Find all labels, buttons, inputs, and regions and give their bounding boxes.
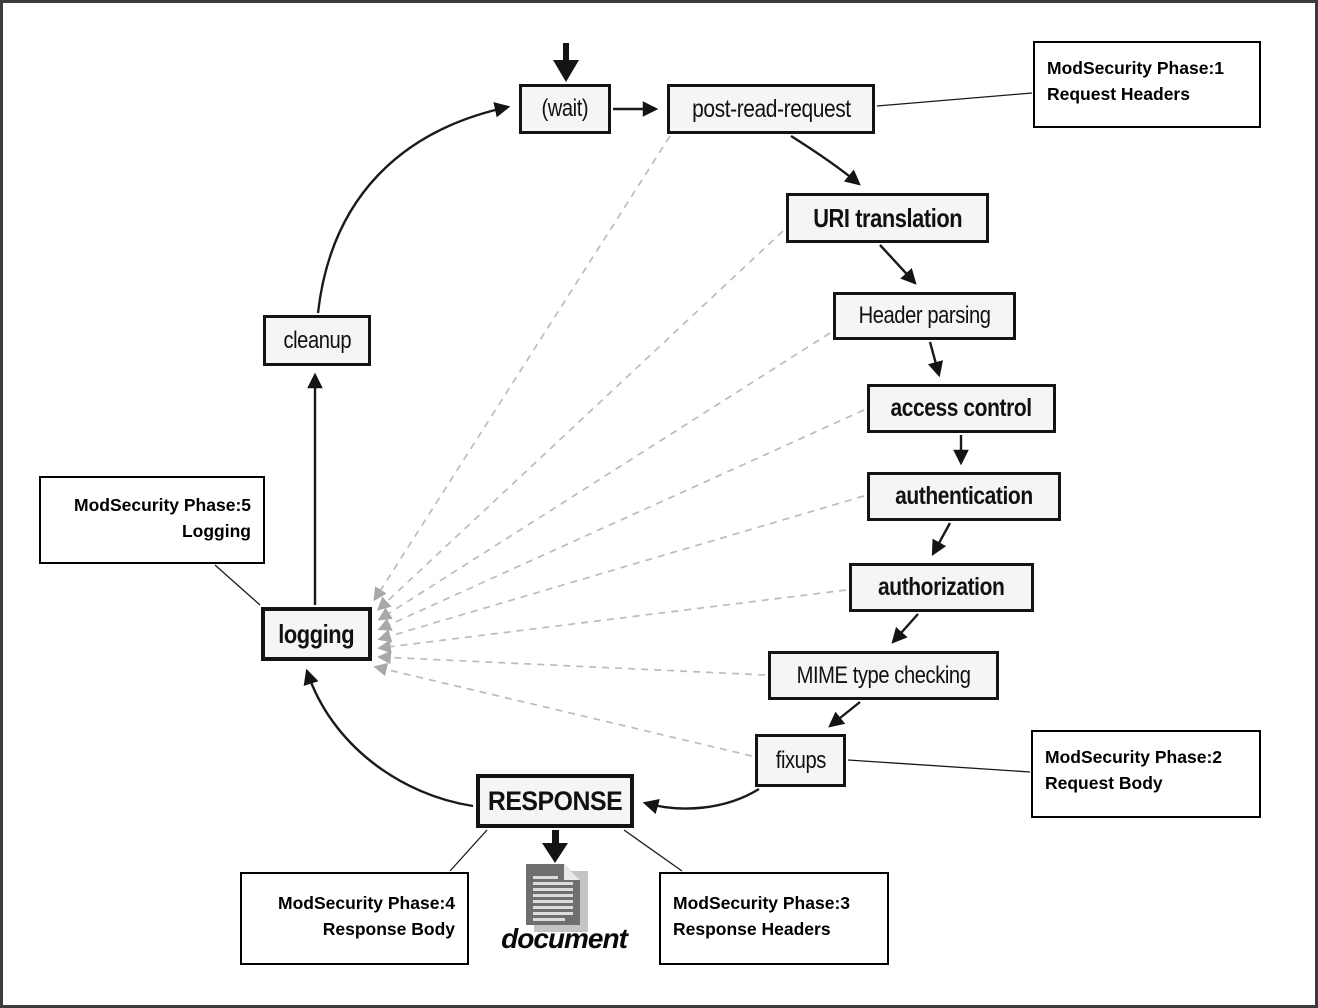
node-cleanup: cleanup bbox=[263, 315, 371, 366]
connector-phase2 bbox=[847, 759, 1031, 773]
callout-phase5-line2: Logging bbox=[181, 521, 251, 542]
dashed-link-access bbox=[377, 409, 865, 631]
dashed-link-uri bbox=[377, 230, 784, 611]
arrow-post-to-uri bbox=[790, 134, 861, 186]
arrow-mime-to-fixups bbox=[828, 701, 861, 728]
arrow-authn-to-authz bbox=[931, 522, 952, 557]
node-uri-translation-label: URI translation bbox=[812, 202, 963, 233]
node-logging-label: logging bbox=[278, 618, 355, 649]
callout-modsecurity-phase4: ModSecurity Phase:4 Response Body bbox=[240, 872, 469, 965]
node-post-read-request: post-read-request bbox=[667, 84, 875, 134]
arrow-uri-to-header bbox=[879, 244, 917, 285]
callout-modsecurity-phase2: ModSecurity Phase:2 Request Body bbox=[1031, 730, 1261, 818]
arrow-incoming-request-shaft bbox=[563, 43, 569, 65]
arrow-response-to-document-shaft bbox=[552, 830, 559, 846]
node-authentication-label: authentication bbox=[895, 482, 1033, 510]
node-authorization: authorization bbox=[849, 563, 1034, 612]
thick-arrows bbox=[542, 43, 579, 863]
dashed-link-authn bbox=[377, 495, 865, 643]
node-mime-type-checking: MIME type checking bbox=[768, 651, 999, 700]
node-response: RESPONSE bbox=[476, 774, 634, 828]
node-fixups: fixups bbox=[755, 734, 846, 787]
node-response-label: RESPONSE bbox=[487, 785, 623, 816]
node-access-control: access control bbox=[867, 384, 1056, 433]
arrow-incoming-request-head bbox=[553, 60, 579, 82]
callout-phase1-line1: ModSecurity Phase:1 bbox=[1047, 58, 1224, 78]
document-label: document bbox=[501, 923, 628, 954]
callout-phase4-line1: ModSecurity Phase:4 bbox=[278, 893, 455, 913]
connector-phase4 bbox=[449, 829, 488, 872]
document-fold bbox=[564, 864, 580, 880]
node-header-parsing-label: Header parsing bbox=[858, 302, 991, 329]
connector-phase5 bbox=[214, 564, 261, 606]
dashed-link-header bbox=[377, 332, 831, 621]
callout-modsecurity-phase3: ModSecurity Phase:3 Response Headers bbox=[659, 872, 889, 965]
node-header-parsing: Header parsing bbox=[833, 292, 1016, 340]
arrow-response-to-logging bbox=[303, 668, 474, 808]
node-wait-label: (wait) bbox=[541, 95, 589, 122]
callout-phase3-line1: ModSecurity Phase:3 bbox=[673, 893, 850, 913]
callout-connectors bbox=[214, 92, 1033, 872]
arrow-fixups-to-response bbox=[642, 787, 760, 815]
node-authorization-label: authorization bbox=[878, 573, 1005, 601]
arrow-cleanup-to-wait bbox=[316, 102, 511, 314]
document-icon bbox=[526, 864, 588, 932]
node-authentication: authentication bbox=[867, 472, 1061, 521]
arrow-header-to-access bbox=[927, 341, 944, 378]
callout-phase2-line1: ModSecurity Phase:2 bbox=[1045, 747, 1222, 767]
dashed-logging-links bbox=[373, 135, 865, 757]
node-wait: (wait) bbox=[519, 84, 611, 134]
callout-modsecurity-phase5: ModSecurity Phase:5 Logging bbox=[39, 476, 265, 564]
dashed-link-authz bbox=[377, 589, 847, 654]
node-fixups-label: fixups bbox=[775, 746, 826, 774]
dashed-link-post-read bbox=[373, 135, 671, 602]
arrow-response-to-document-head bbox=[542, 843, 568, 863]
callout-modsecurity-phase1: ModSecurity Phase:1 Request Headers bbox=[1033, 41, 1261, 128]
node-uri-translation: URI translation bbox=[786, 193, 989, 243]
node-logging: logging bbox=[261, 607, 372, 661]
callout-phase2-line2: Request Body bbox=[1045, 773, 1163, 794]
document-text-lines bbox=[533, 876, 573, 921]
connector-phase3 bbox=[623, 829, 683, 872]
connector-layer bbox=[214, 43, 1033, 932]
node-post-read-request-label: post-read-request bbox=[691, 94, 851, 123]
callout-phase5-line1: ModSecurity Phase:5 bbox=[74, 495, 251, 515]
node-access-control-label: access control bbox=[890, 394, 1033, 422]
callout-phase3-line2: Response Headers bbox=[673, 919, 831, 940]
node-mime-type-checking-label: MIME type checking bbox=[796, 661, 971, 689]
connector-phase1 bbox=[876, 92, 1033, 107]
dashed-link-mime bbox=[377, 650, 766, 676]
dashed-link-fixups bbox=[373, 662, 753, 757]
flow-arrows bbox=[303, 101, 969, 815]
node-cleanup-label: cleanup bbox=[283, 326, 351, 354]
arrow-authz-to-mime bbox=[891, 613, 919, 644]
callout-phase1-line2: Request Headers bbox=[1047, 84, 1190, 105]
callout-phase4-line2: Response Body bbox=[322, 919, 455, 940]
